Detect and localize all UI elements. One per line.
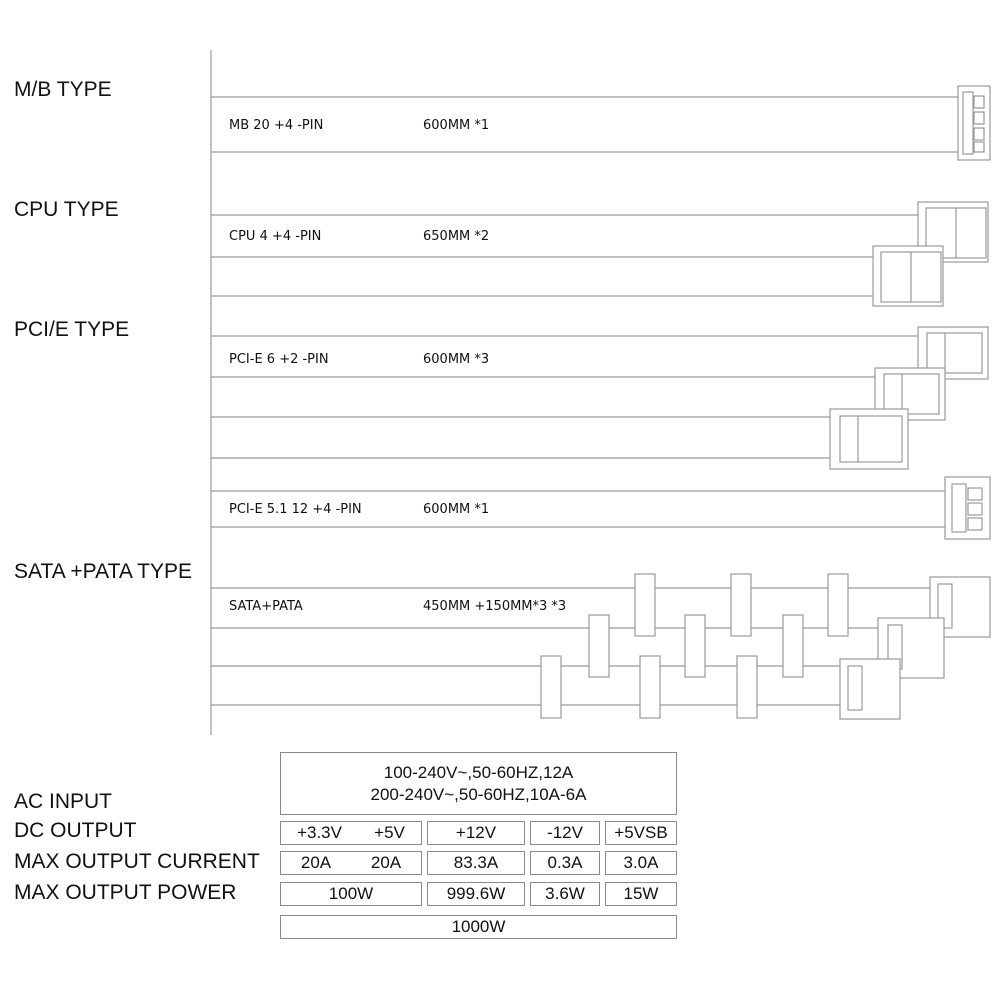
power-value: 3.6W bbox=[545, 884, 585, 903]
pcie-51-cable bbox=[211, 476, 991, 540]
cable-length: 600MM *3 bbox=[423, 352, 489, 367]
cable-length: 600MM *1 bbox=[423, 118, 489, 133]
dc-output-12: +12V bbox=[427, 821, 525, 845]
cpu-cable bbox=[211, 201, 989, 307]
cable-name: MB 20 +4 -PIN bbox=[229, 118, 323, 133]
sata-pata-cable bbox=[211, 573, 991, 720]
section-label-cpu: CPU TYPE bbox=[14, 198, 119, 221]
dc-output-value: +3.3V bbox=[297, 823, 342, 842]
section-label-sata: SATA +PATA TYPE bbox=[14, 560, 192, 583]
section-label-pcie: PCI/E TYPE bbox=[14, 318, 130, 341]
power-33-5: 100W bbox=[280, 882, 422, 906]
power-12: 999.6W bbox=[427, 882, 525, 906]
cable-length: 450MM +150MM*3 *3 bbox=[423, 599, 566, 614]
current-value: 20A bbox=[370, 853, 402, 872]
cable-name: SATA+PATA bbox=[229, 599, 303, 614]
sata-connector bbox=[782, 614, 804, 678]
cable-diagram: MB 20 +4 -PIN 600MM *1 CPU 4 +4 -PIN 650… bbox=[210, 50, 991, 735]
sata-connector bbox=[588, 614, 610, 678]
power-5vsb: 15W bbox=[605, 882, 677, 906]
dc-output-value: +5V bbox=[374, 823, 405, 842]
sata-connector bbox=[639, 655, 661, 719]
ac-input-box: 100-240V~,50-60HZ,12A 200-240V~,50-60HZ,… bbox=[280, 752, 677, 815]
total-power-value: 1000W bbox=[451, 917, 506, 936]
spec-label-dc-output: DC OUTPUT bbox=[14, 819, 137, 842]
sata-connector bbox=[730, 573, 752, 637]
pcie-62-cable bbox=[211, 326, 989, 470]
cable-length: 600MM *1 bbox=[423, 502, 489, 517]
cable-name: CPU 4 +4 -PIN bbox=[229, 229, 321, 244]
dc-output-value: -12V bbox=[547, 823, 583, 842]
sata-connector bbox=[736, 655, 758, 719]
current-value: 0.3A bbox=[547, 853, 583, 872]
current-12: 83.3A bbox=[427, 851, 525, 875]
power-value: 999.6W bbox=[446, 884, 506, 903]
power-value: 15W bbox=[623, 884, 659, 903]
ac-input-line: 100-240V~,50-60HZ,12A bbox=[383, 762, 574, 782]
spec-label-max-current: MAX OUTPUT CURRENT bbox=[14, 850, 260, 873]
spec-label-max-power: MAX OUTPUT POWER bbox=[14, 881, 237, 904]
dc-output-5vsb: +5VSB bbox=[605, 821, 677, 845]
dc-output-33-5: +3.3V +5V bbox=[280, 821, 422, 845]
cable-name: PCI-E 6 +2 -PIN bbox=[229, 352, 329, 367]
total-power-box: 1000W bbox=[280, 915, 677, 939]
spec-label-ac-input: AC INPUT bbox=[14, 790, 113, 813]
current-value: 20A bbox=[300, 853, 332, 872]
dc-output-neg12: -12V bbox=[530, 821, 600, 845]
current-33-5: 20A 20A bbox=[280, 851, 422, 875]
cable-length: 650MM *2 bbox=[423, 229, 489, 244]
current-5vsb: 3.0A bbox=[605, 851, 677, 875]
current-value: 3.0A bbox=[623, 853, 659, 872]
power-value: 100W bbox=[328, 884, 374, 903]
sata-connector bbox=[684, 614, 706, 678]
current-neg12: 0.3A bbox=[530, 851, 600, 875]
sata-connector bbox=[634, 573, 656, 637]
power-neg12: 3.6W bbox=[530, 882, 600, 906]
dc-output-value: +5VSB bbox=[614, 823, 668, 842]
section-label-mb: M/B TYPE bbox=[14, 78, 112, 101]
ac-input-line: 200-240V~,50-60HZ,10A-6A bbox=[370, 784, 587, 804]
cable-name: PCI-E 5.1 12 +4 -PIN bbox=[229, 502, 362, 517]
sata-connector bbox=[827, 573, 849, 637]
dc-output-value: +12V bbox=[455, 823, 497, 842]
sata-connector bbox=[540, 655, 562, 719]
mb-cable bbox=[211, 85, 991, 161]
current-value: 83.3A bbox=[453, 853, 499, 872]
